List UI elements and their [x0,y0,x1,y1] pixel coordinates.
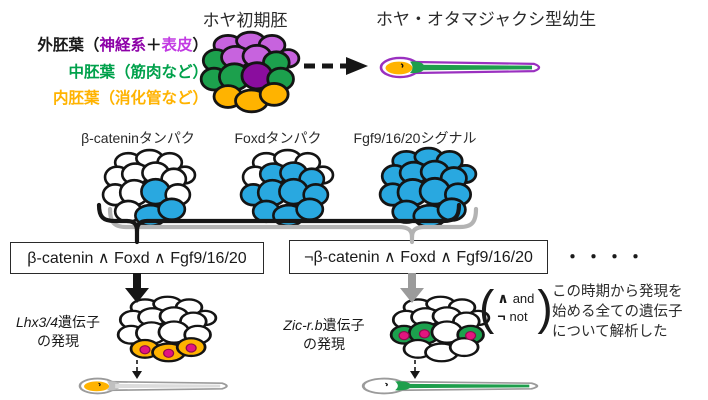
tadpole-larva-top [379,52,549,83]
germ-layer-segment: 外胚葉 [37,37,84,54]
legend-open-paren: ( [479,279,495,335]
and-symbol: ∧ [497,289,509,306]
factor-label-fgf: Fgf9/16/20シグナル [353,130,477,146]
fgf-signal-embryo [378,146,478,229]
germ-layer-line: 中胚葉（筋肉など） [24,60,208,87]
zic-expression-embryo [389,295,491,363]
development-dashed-arrow [304,57,368,75]
germ-layer-segment: 内胚葉（消化管など） [52,90,208,107]
gene-label-lhx-line2: の発現 [37,333,79,349]
germ-layer-segment: 中胚葉（筋肉など） [68,63,208,81]
legend-close-paren: ) [537,279,553,335]
tadpole-larva-title: ホヤ・オタマジャクシ型幼生 [375,10,597,29]
beta-catenin-expression-embryo [101,148,197,228]
ellipsis-more-genes: ・・・・ [564,248,648,267]
legend-and: ∧and [497,289,535,306]
gene-label-lhx-line1: Lhx3/4遺伝子 [2,313,114,332]
factor-label-beta-catenin: β-cateninタンパク [81,130,195,146]
gene-label-zic: Zic-r.b遺伝子 の発現 [266,316,382,354]
germ-layer-line: 内胚葉（消化管など） [24,86,208,113]
note-line-3: について解析した [552,324,668,340]
gene-name-lhx: Lhx3/4 [15,314,59,330]
not-symbol: ¬ [497,307,506,324]
rule-box-lhx: β-catenin ∧ Foxd ∧ Fgf9/16/20 [10,242,264,274]
foxd-expression-embryo [239,148,335,228]
and-label: and [512,290,535,306]
note-line-2: 始める全ての遺伝子 [552,304,683,320]
germ-layer-legend: 外胚葉（神経系＋表皮） 中胚葉（筋肉など） 内胚葉（消化管など） [24,33,208,113]
lhx-expression-larva [78,374,236,398]
gene-suffix-lhx: 遺伝子 [58,314,101,330]
germ-layer-segment: ） [192,37,208,54]
lhx-expression-embryo [116,295,218,363]
zic-expression-larva [361,374,548,398]
not-label: not [509,308,528,324]
gene-suffix-zic: 遺伝子 [322,317,365,333]
legend-rows: ∧and ¬not [494,289,537,324]
gene-label-lhx: Lhx3/4遺伝子 の発現 [2,313,114,351]
germ-layer-segment: 神経系 [99,37,146,54]
germ-layer-segment: （ [83,37,100,54]
gene-label-zic-line1: Zic-r.b遺伝子 [266,316,382,335]
rule-box-zic: ¬β-catenin ∧ Foxd ∧ Fgf9/16/20 [289,240,548,274]
legend-not: ¬not [497,307,534,324]
analysis-note: この時期から発現を 始める全ての遺伝子 について解析した [552,282,708,342]
operator-legend: ( ∧and ¬not ) [479,279,553,335]
gene-label-zic-line2: の発現 [303,336,345,352]
early-embryo-title: ホヤ初期胚 [202,11,288,30]
germ-layer-segment: 表皮 [161,37,193,54]
fate-map-embryo [199,30,301,114]
germ-layer-segment: ＋ [145,37,162,54]
note-line-1: この時期から発現を [552,284,683,300]
gene-name-zic: Zic-r.b [283,317,323,333]
germ-layer-line: 外胚葉（神経系＋表皮） [24,33,208,60]
factor-label-foxd: Foxdタンパク [234,130,322,146]
